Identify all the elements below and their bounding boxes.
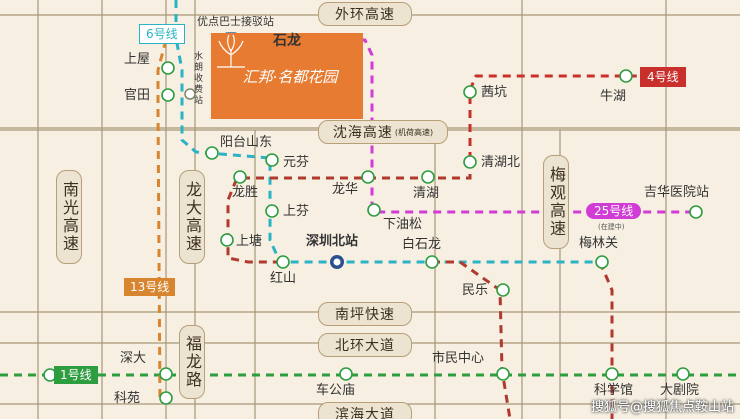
station-jihua: 吉华医院站 (644, 185, 710, 200)
station-dot-qiankeng[interactable] (463, 85, 477, 99)
station-dot-shenda[interactable] (159, 367, 173, 381)
station-dot-chegongmiao[interactable] (339, 367, 353, 381)
line25-badge-label: 25号线 (594, 204, 634, 218)
line13-route (156, 39, 168, 401)
station-dot-shangfen[interactable] (265, 204, 279, 218)
station-dot-hongshan[interactable] (276, 255, 290, 269)
shenzhen-north-icon-center (333, 258, 341, 266)
station-shangtang: 上塘 (236, 234, 263, 249)
road-beihuan: 北环大道 (318, 333, 412, 357)
station-dot-minle[interactable] (496, 283, 510, 297)
station-dot-niuhu[interactable] (619, 69, 633, 83)
station-dajuyuan: 大剧院 (660, 383, 700, 398)
toll-station-icon (184, 88, 196, 100)
station-dot-longhua[interactable] (361, 170, 375, 184)
line13-badge: 13号线 (124, 278, 176, 296)
station-yuanfen: 元芬 (283, 155, 310, 170)
station-meilinguan: 梅林关 (579, 236, 619, 251)
line1-badge: 1号线 (54, 366, 98, 384)
tree-icon (217, 34, 245, 68)
station-dot-jihua[interactable] (689, 205, 703, 219)
station-dot-kexueguan[interactable] (605, 367, 619, 381)
station-dot-dajuyuan[interactable] (676, 367, 690, 381)
road-meiguan: 梅观高速 (543, 155, 569, 249)
station-dot-longsheng[interactable] (233, 170, 247, 184)
line6-route (174, 0, 604, 271)
station-longhua: 龙华 (332, 182, 359, 197)
line6-badge: 6号线 (139, 24, 185, 44)
road-outer-ring: 外环高速 (318, 2, 412, 26)
station-keyuan: 科苑 (114, 391, 141, 406)
station-longsheng: 龙胜 (232, 185, 259, 200)
station-dot-shangtang[interactable] (220, 233, 234, 247)
station-kexueguan: 科学馆 (594, 383, 634, 398)
station-dot-shangwu[interactable] (161, 61, 175, 75)
road-shenhai-note: (机荷高速) (394, 127, 434, 137)
project-logo-text: 汇邦·名都花园 (242, 67, 338, 86)
station-dot-qinghubei[interactable] (463, 155, 477, 169)
station-shenda: 深大 (120, 351, 147, 366)
road-fulong: 福龙路 (179, 325, 205, 399)
line25-note: (在建中) (598, 223, 625, 231)
station-shenzhenbei: 深圳北站 (306, 234, 359, 249)
station-qinghubei: 清湖北 (481, 155, 521, 170)
station-guantian: 官田 (124, 88, 151, 103)
line4-route-south (226, 160, 472, 264)
road-nanping: 南坪快速 (318, 302, 412, 326)
station-dot-qinghu[interactable] (421, 170, 435, 184)
station-shangfen: 上芬 (283, 204, 310, 219)
station-qiankeng: 茜坑 (481, 85, 508, 100)
road-shenhai-name: 沈海高速 (332, 125, 393, 141)
station-dot-meilinguan[interactable] (595, 255, 609, 269)
station-baishilong: 白石龙 (402, 237, 442, 252)
road-nanguang: 南光高速 (56, 170, 82, 264)
line4-badge: 4号线 (640, 67, 686, 87)
station-qinghu: 清湖 (413, 186, 440, 201)
station-dot-guantian[interactable] (161, 88, 175, 102)
road-shenhai: 沈海高速 (机荷高速) (318, 120, 448, 144)
station-chegongmiao: 车公庙 (316, 383, 356, 398)
station-minle: 民乐 (462, 283, 489, 298)
station-dot-shiminzhongxin[interactable] (496, 367, 510, 381)
station-shangwu: 上屋 (124, 52, 151, 67)
station-dot-yuanfen[interactable] (265, 153, 279, 167)
station-dot-yangtaishan[interactable] (205, 146, 219, 160)
station-dot-baishilong[interactable] (425, 255, 439, 269)
road-longda: 龙大高速 (179, 170, 205, 264)
station-hongshan: 红山 (270, 271, 297, 286)
station-youdian: 优点巴士接驳站 (197, 15, 274, 28)
station-yangtaishan: 阳台山东 (220, 135, 273, 150)
project-logo-card[interactable]: 汇邦·名都花园 (211, 33, 363, 119)
station-shiminzhongxin: 市民中心 (432, 351, 485, 366)
station-dot-keyuan[interactable] (159, 391, 173, 405)
station-shuilang: 水朗收费站 (194, 52, 204, 106)
station-shilong: 石龙 (273, 33, 301, 49)
road-binhai: 滨海大道 (318, 402, 412, 419)
station-niuhu: 牛湖 (600, 89, 627, 104)
station-dot-xiayousong[interactable] (367, 203, 381, 217)
station-xiayousong: 下油松 (383, 217, 423, 232)
watermark: 搜狐号@搜狐焦点鞍山站 (590, 400, 734, 415)
line25-badge: 25号线 (586, 203, 642, 219)
